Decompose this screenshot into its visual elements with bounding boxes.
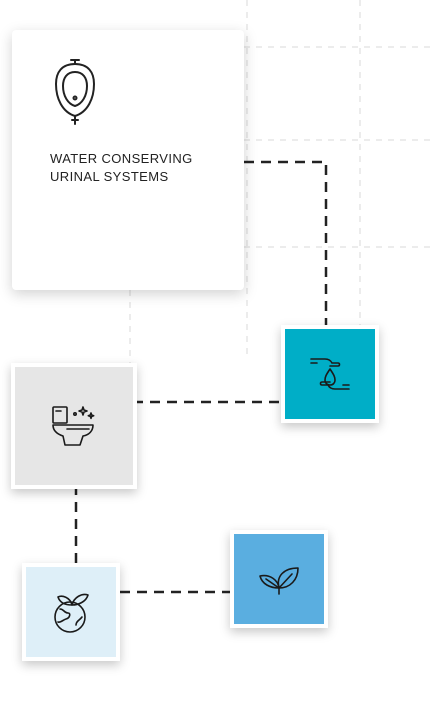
globe-leaf-icon [54, 593, 89, 633]
urinal-icon [55, 59, 95, 125]
toilet-sparkle-icon [52, 406, 95, 446]
leaf-icon [259, 567, 299, 595]
hands-water-drop-tile[interactable] [281, 325, 379, 423]
leaf-tile[interactable] [230, 530, 328, 628]
card-title: WATER CONSERVING URINAL SYSTEMS [50, 151, 193, 184]
globe-leaf-tile[interactable] [22, 563, 120, 661]
feature-card: WATER CONSERVING URINAL SYSTEMS [12, 30, 244, 290]
hands-water-drop-icon [310, 358, 350, 390]
toilet-sparkle-tile[interactable] [11, 363, 137, 489]
